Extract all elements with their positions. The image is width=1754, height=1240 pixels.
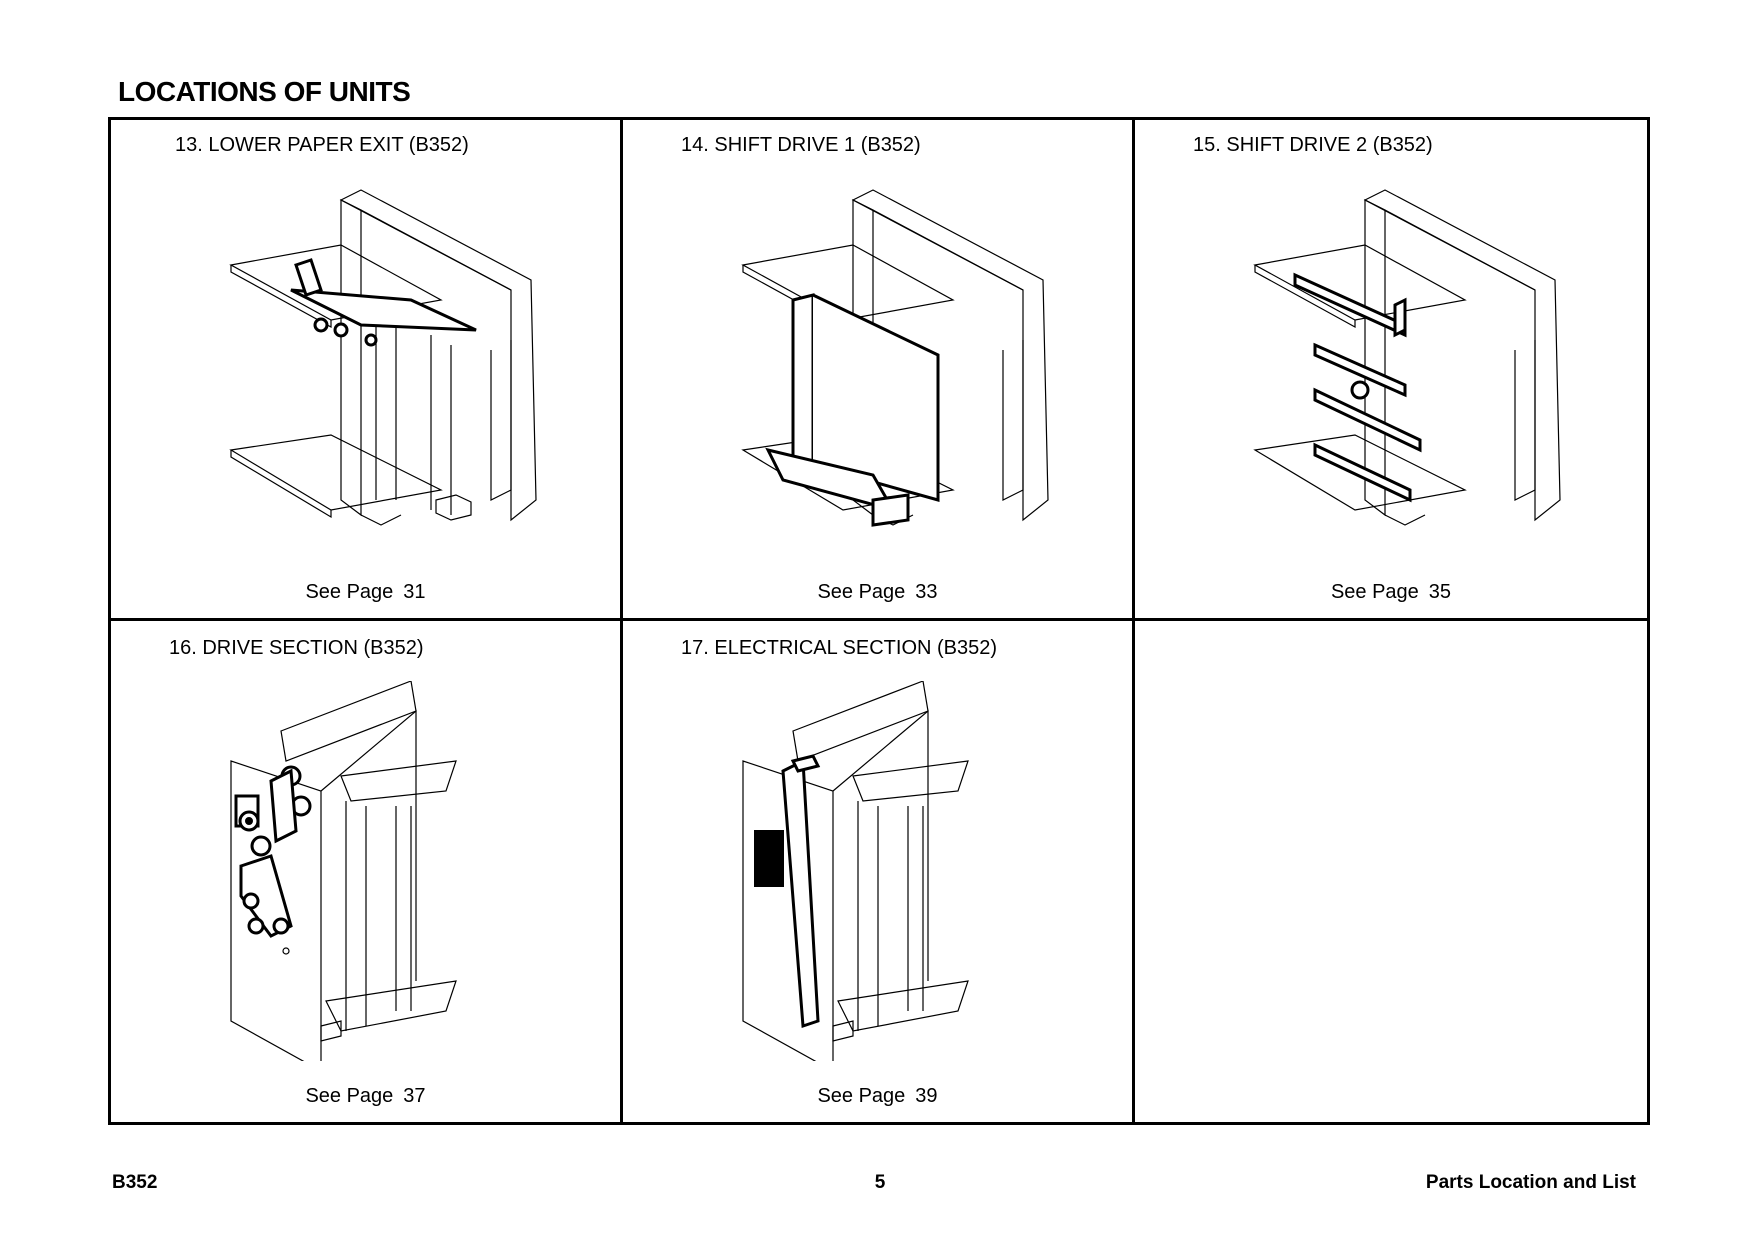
unit-title: 16. DRIVE SECTION (B352) bbox=[169, 637, 424, 659]
units-grid: 13. LOWER PAPER EXIT (B352) bbox=[108, 117, 1650, 1125]
circuit-board-highlight bbox=[754, 754, 821, 1029]
unit-cell-shift-drive-2: 15. SHIFT DRIVE 2 (B352) bbox=[1135, 120, 1647, 621]
see-page-label: See Page bbox=[305, 581, 394, 603]
see-page-label: See Page bbox=[817, 581, 906, 603]
see-page-reference[interactable]: See Page 39 bbox=[623, 1085, 1132, 1108]
see-page-reference[interactable]: See Page 33 bbox=[623, 581, 1132, 604]
paper-exit-assembly-highlight bbox=[290, 258, 477, 347]
finisher-outline bbox=[229, 189, 537, 526]
unit-title: 15. SHIFT DRIVE 2 (B352) bbox=[1193, 134, 1433, 156]
unit-title: 17. ELECTRICAL SECTION (B352) bbox=[681, 637, 998, 659]
footer-section-title: Parts Location and List bbox=[1425, 1172, 1636, 1193]
page-number-link[interactable]: 37 bbox=[403, 1085, 426, 1107]
unit-cell-lower-paper-exit: 13. LOWER PAPER EXIT (B352) bbox=[111, 120, 623, 621]
page-heading: LOCATIONS OF UNITS bbox=[118, 76, 411, 107]
see-page-reference[interactable]: See Page 37 bbox=[111, 1085, 620, 1108]
unit-cell-electrical-section: 17. ELECTRICAL SECTION (B352) See Page 39 bbox=[623, 621, 1135, 1122]
finisher-illustration-shift-drive-1 bbox=[741, 189, 1049, 527]
shift-rails-highlight bbox=[1293, 272, 1422, 503]
footer-model: B352 bbox=[112, 1172, 158, 1193]
empty-cell bbox=[1135, 621, 1647, 1122]
shift-frame-highlight bbox=[765, 293, 940, 527]
see-page-reference[interactable]: See Page 31 bbox=[111, 581, 620, 604]
see-page-label: See Page bbox=[1330, 581, 1419, 603]
see-page-reference[interactable]: See Page 35 bbox=[1135, 581, 1647, 604]
unit-cell-drive-section: 16. DRIVE SECTION (B352) bbox=[111, 621, 623, 1122]
footer-page-number: 5 bbox=[874, 1172, 886, 1193]
page-number-link[interactable]: 31 bbox=[403, 581, 426, 603]
see-page-label: See Page bbox=[817, 1085, 906, 1107]
small-box bbox=[435, 494, 472, 521]
page-number-link[interactable]: 39 bbox=[915, 1085, 938, 1107]
unit-title: 14. SHIFT DRIVE 1 (B352) bbox=[681, 134, 921, 156]
drive-gears-belt-highlight bbox=[234, 765, 312, 938]
unit-cell-shift-drive-1: 14. SHIFT DRIVE 1 (B352) See Page 33 bbox=[623, 120, 1135, 621]
finisher-illustration-drive-section bbox=[230, 681, 457, 1061]
unit-title: 13. LOWER PAPER EXIT (B352) bbox=[175, 134, 469, 156]
finisher-outline bbox=[1253, 189, 1561, 526]
see-page-label: See Page bbox=[305, 1085, 394, 1107]
finisher-illustration-lower-paper-exit bbox=[229, 189, 537, 526]
page-number-link[interactable]: 35 bbox=[1428, 581, 1452, 603]
page-number-link[interactable]: 33 bbox=[915, 581, 938, 603]
finisher-illustration-electrical-section bbox=[742, 681, 969, 1061]
finisher-illustration-shift-drive-2 bbox=[1253, 189, 1561, 526]
